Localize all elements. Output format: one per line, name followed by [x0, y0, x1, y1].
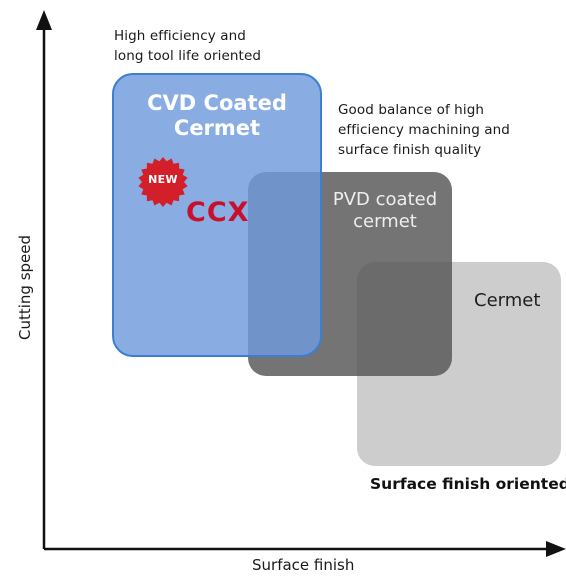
- new-badge-icon: [138, 157, 188, 207]
- cermet-region-label: Cermet: [474, 290, 541, 311]
- pvd-region-label: PVD coated cermet: [318, 189, 452, 233]
- product-name: CCX: [186, 197, 250, 228]
- cvd-region-label-line-2: Cermet: [173, 116, 261, 140]
- annotation-bottom-right: Surface finish oriented: [370, 475, 566, 493]
- y-axis-arrow-icon: [36, 10, 52, 30]
- pvd-region-label-line-2: cermet: [353, 211, 417, 232]
- region-cvd-coated-cermet: [112, 73, 322, 357]
- annotation-middle-line-2: efficiency machining and: [338, 122, 510, 138]
- cvd-region-label-line-1: CVD Coated: [147, 91, 287, 115]
- new-badge-text: NEW: [148, 173, 178, 186]
- pvd-region-label-line-1: PVD coated: [332, 189, 438, 210]
- x-axis-arrow-icon: [546, 541, 566, 557]
- annotation-middle-line-1: Good balance of high: [338, 102, 485, 118]
- annotation-middle: Good balance of high efficiency machinin…: [338, 100, 510, 160]
- y-axis-label: Cutting speed: [16, 234, 34, 340]
- annotation-middle-line-3: surface finish quality: [338, 142, 482, 158]
- cvd-region-label: CVD Coated Cermet: [113, 91, 321, 141]
- annotation-top-left-line-2: long tool life oriented: [114, 48, 262, 64]
- annotation-top-left-line-1: High efficiency and: [114, 28, 246, 44]
- annotation-top-left: High efficiency and long tool life orien…: [114, 26, 261, 66]
- x-axis-label: Surface finish: [252, 556, 355, 574]
